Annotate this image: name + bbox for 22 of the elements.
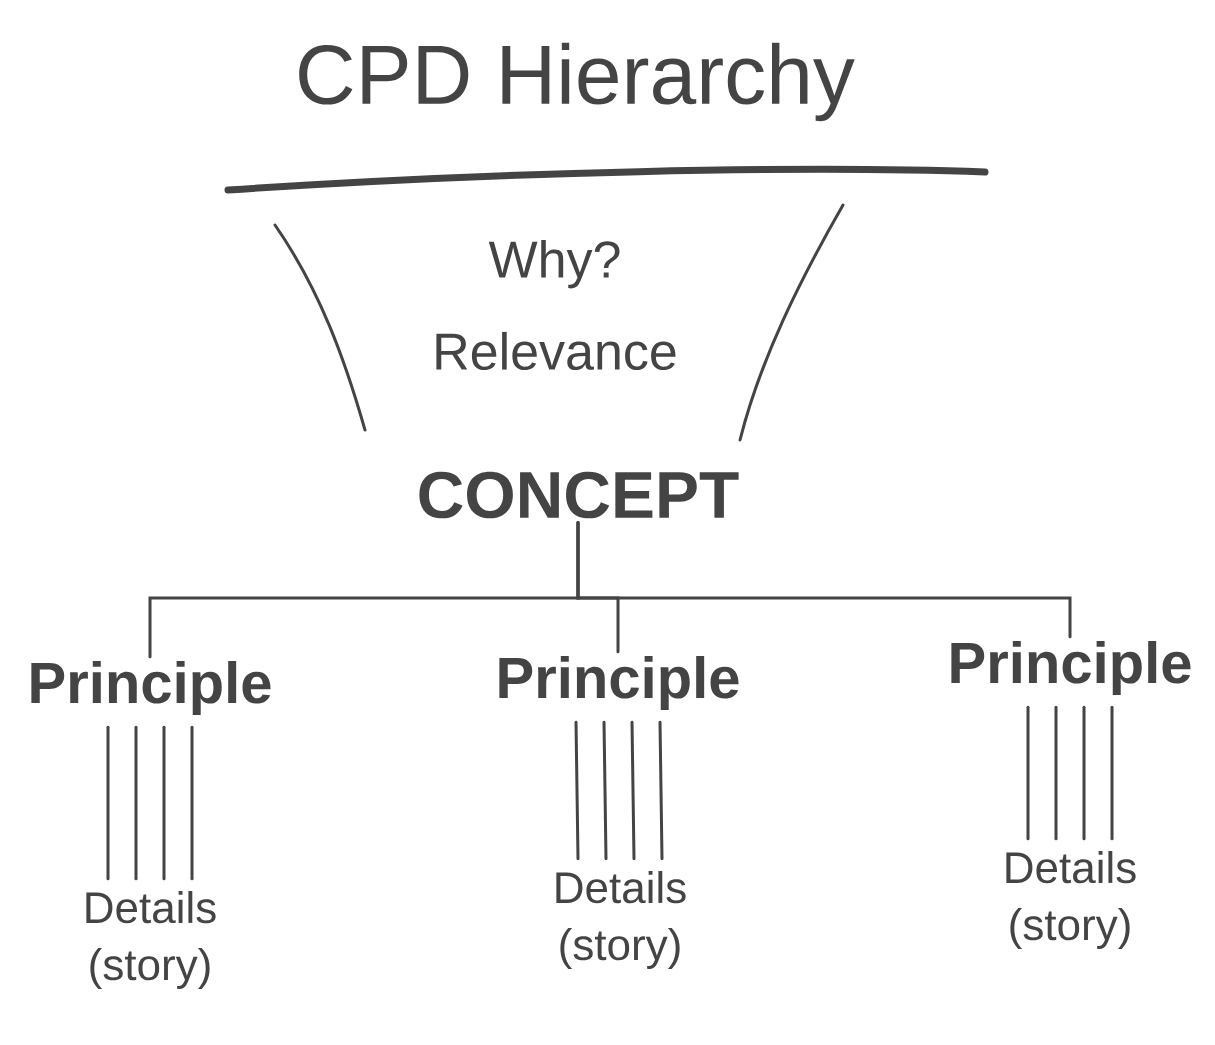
details-text: Details (story)	[1006, 851, 1136, 949]
tally-line	[574, 720, 580, 861]
tally-line	[658, 720, 664, 861]
tally-line	[106, 725, 110, 881]
tally-line	[134, 725, 138, 881]
tally-line	[602, 720, 608, 861]
concept-text: CONCEPT	[419, 471, 739, 519]
details-text: Details (story)	[556, 871, 686, 969]
tally-line	[190, 725, 194, 881]
title-text: CPD Hierarchy	[299, 42, 855, 122]
tally-line	[162, 725, 166, 881]
tally-line	[1026, 705, 1030, 841]
principle-text: Principle	[951, 640, 1191, 696]
details-text: Details (story)	[86, 891, 216, 989]
connector-line	[576, 521, 1072, 639]
note-text: Why? Relevance	[436, 239, 676, 371]
principle-text: Principle	[499, 655, 739, 711]
tally-line	[630, 720, 636, 861]
tally-line	[1054, 705, 1058, 841]
principle-text: Principle	[31, 660, 271, 716]
tally-line	[1110, 705, 1114, 841]
tally-line	[1082, 705, 1086, 841]
